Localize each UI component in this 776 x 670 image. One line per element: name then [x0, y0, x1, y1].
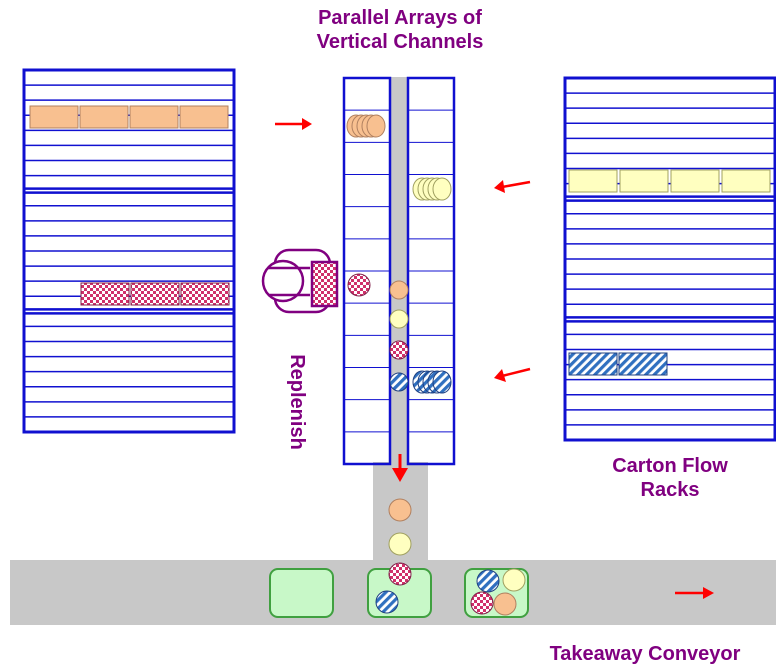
channel-conveyor — [390, 77, 408, 464]
carton-flow-line1: Carton Flow — [612, 455, 728, 477]
left-arrow-icon — [494, 180, 531, 193]
channel-items-yellow — [412, 177, 452, 201]
right-arrow-icon — [275, 118, 312, 130]
replenish-label: Replenish — [286, 354, 308, 450]
title-label: Parallel Arrays of Vertical Channels — [280, 6, 520, 54]
carton-flow-line2: Racks — [640, 479, 700, 501]
channel-items-magenta — [347, 273, 371, 297]
title-line1: Parallel Arrays of — [318, 7, 482, 29]
tote-partial — [367, 562, 432, 618]
right-rack-cartons-blue — [568, 352, 668, 376]
left-rack-cartons-peach — [29, 105, 229, 129]
channel-items-blue — [412, 370, 452, 394]
conveyor-items — [388, 280, 412, 556]
left-rack-cartons-magenta — [80, 282, 230, 306]
takeaway-label: Takeaway Conveyor — [549, 643, 741, 665]
tote-full — [464, 568, 529, 618]
left-arrow-icon — [494, 367, 531, 382]
left-channel-array — [342, 76, 392, 466]
right-rack-cartons-yellow — [568, 169, 771, 193]
operator-icon — [261, 248, 339, 314]
tote-empty — [269, 568, 334, 618]
title-line2: Vertical Channels — [316, 31, 484, 53]
channel-items-peach — [346, 114, 386, 138]
down-arrow-icon — [392, 454, 408, 482]
carton-flow-label: Carton Flow Racks — [570, 454, 770, 502]
right-carton-flow-rack — [563, 76, 776, 442]
right-arrow-icon — [675, 587, 714, 599]
right-channel-array — [406, 76, 456, 466]
